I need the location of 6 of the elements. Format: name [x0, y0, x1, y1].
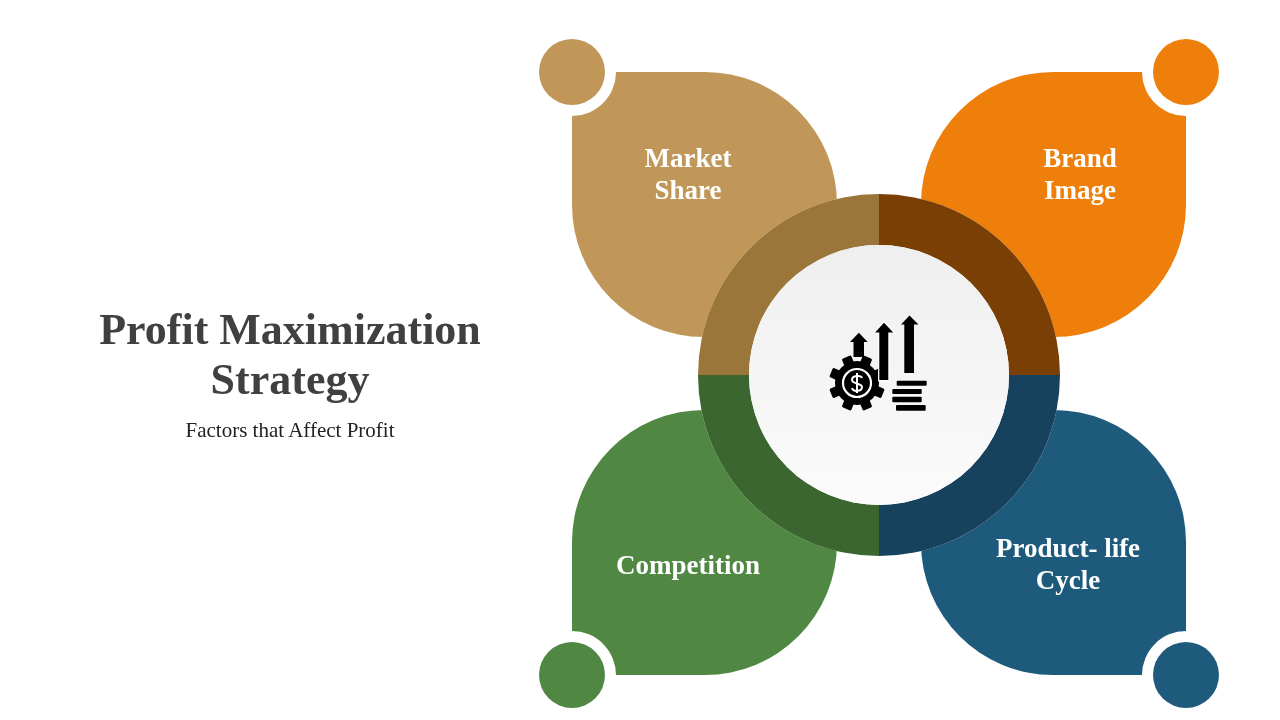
slide-title: Profit Maximization Strategy [98, 305, 482, 405]
subtitle-text: Factors that Affect Profit [184, 417, 396, 444]
factor-label: Competition [615, 549, 761, 581]
factor-label: Market Share [643, 142, 733, 206]
factor-label: Brand Image [1042, 142, 1118, 206]
factor-label: Product- life Cycle [994, 532, 1142, 596]
